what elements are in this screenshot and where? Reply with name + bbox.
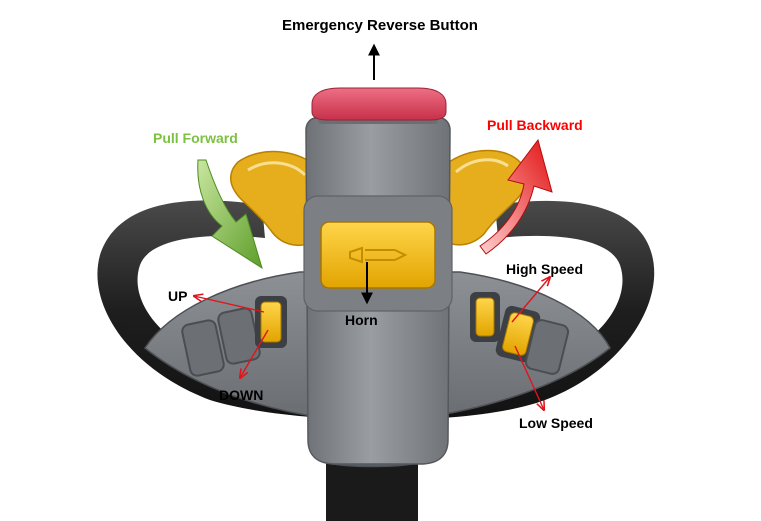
horn-icon bbox=[349, 246, 408, 264]
up-down-button[interactable] bbox=[260, 301, 282, 343]
emergency-reverse-label: Emergency Reverse Button bbox=[282, 17, 478, 34]
left-yellow-grip-sheen bbox=[247, 161, 307, 177]
horn-label: Horn bbox=[345, 312, 378, 328]
horn-button[interactable] bbox=[320, 221, 436, 289]
right-button-cluster bbox=[470, 292, 570, 375]
handle-grip bbox=[97, 200, 655, 420]
left-button-cluster bbox=[181, 296, 287, 377]
up-pointer bbox=[194, 296, 265, 313]
high-speed-label: High Speed bbox=[506, 261, 584, 277]
down-pointer bbox=[240, 329, 269, 378]
right-blank-button[interactable] bbox=[524, 319, 570, 376]
emergency-reverse-button[interactable] bbox=[311, 87, 447, 121]
right-yellow-grip-sheen bbox=[455, 158, 509, 174]
low-speed-label: Low Speed bbox=[519, 415, 593, 431]
speed-button[interactable] bbox=[502, 312, 535, 357]
low-speed-pointer bbox=[514, 345, 544, 410]
right-yellow-grip bbox=[441, 149, 528, 246]
left-blank-button-1[interactable] bbox=[181, 319, 225, 377]
pull-backward-arrow bbox=[479, 138, 553, 255]
high-speed-pointer bbox=[511, 277, 550, 323]
left-yellow-grip bbox=[230, 150, 319, 247]
pull-forward-label: Pull Forward bbox=[153, 130, 238, 146]
right-small-yellow-button[interactable] bbox=[475, 297, 495, 337]
down-label: DOWN bbox=[219, 387, 264, 403]
pull-backward-label: Pull Backward bbox=[487, 117, 583, 133]
up-label: UP bbox=[168, 288, 188, 304]
pull-forward-arrow bbox=[197, 159, 263, 270]
